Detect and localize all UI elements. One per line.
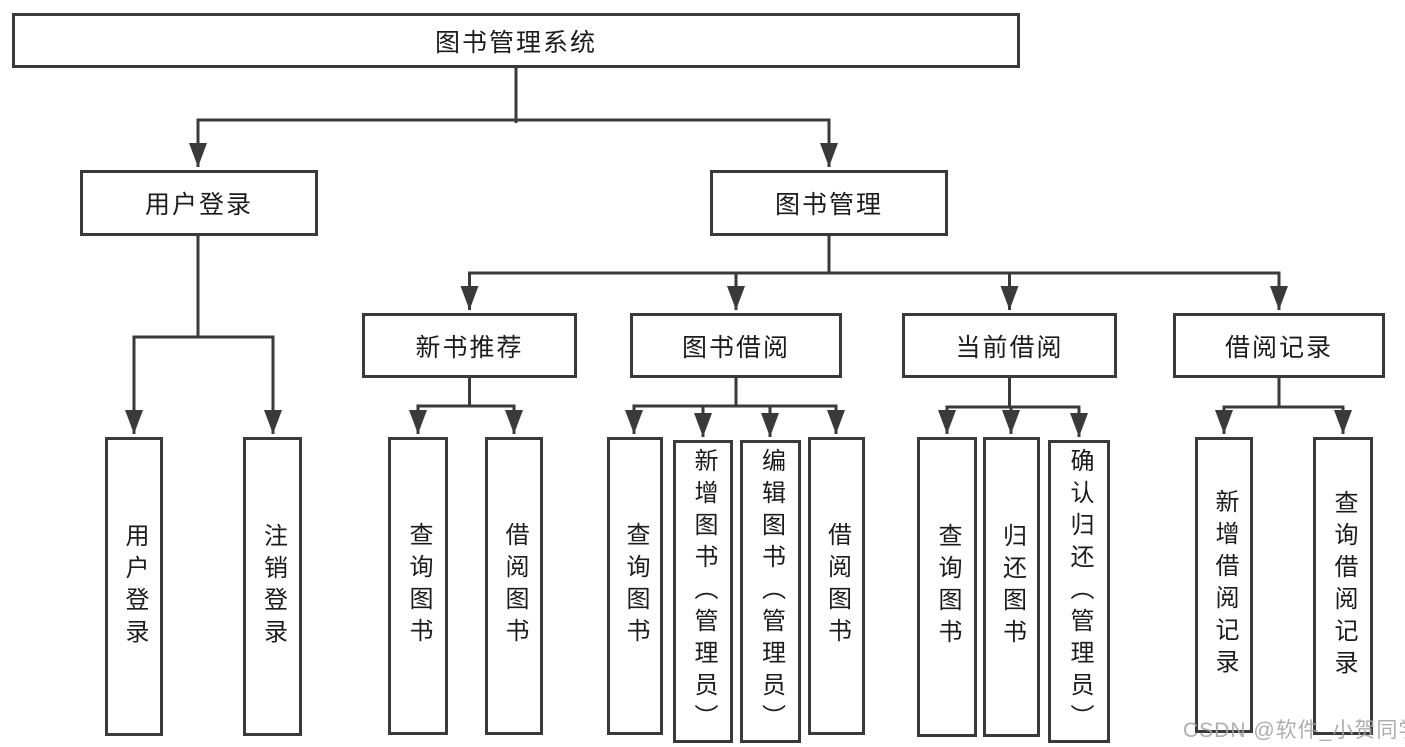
leaf-add-book-admin: 新增图书（管理员） [673, 440, 733, 743]
node-current-borrow: 当前借阅 [902, 313, 1117, 378]
node-borrow-records: 借阅记录 [1173, 313, 1385, 378]
leaf-query-borrow-record: 查询借阅记录 [1313, 437, 1373, 735]
leaf-borrow-query-book: 查询图书 [607, 437, 663, 735]
node-user-login: 用户登录 [80, 170, 318, 236]
leaf-add-borrow-record: 新增借阅记录 [1195, 437, 1253, 733]
leaf-logout: 注销登录 [243, 437, 302, 736]
leaf-recommend-query-book: 查询图书 [388, 437, 448, 735]
leaf-user-login: 用户登录 [105, 437, 163, 736]
node-new-book-recommend: 新书推荐 [362, 313, 577, 378]
leaf-return-book: 归还图书 [983, 437, 1040, 737]
leaf-recommend-borrow-book: 借阅图书 [485, 437, 543, 735]
leaf-edit-book-admin: 编辑图书（管理员） [740, 440, 801, 743]
node-root-system: 图书管理系统 [12, 13, 1020, 68]
node-book-management: 图书管理 [710, 170, 948, 236]
leaf-confirm-return-admin: 确认归还（管理员） [1048, 440, 1110, 743]
leaf-borrow-book: 借阅图书 [808, 437, 865, 735]
node-book-borrow: 图书借阅 [630, 313, 842, 378]
leaf-current-query-book: 查询图书 [917, 437, 977, 737]
csdn-watermark: CSDN @软件_小贺同学 [1183, 719, 1405, 742]
